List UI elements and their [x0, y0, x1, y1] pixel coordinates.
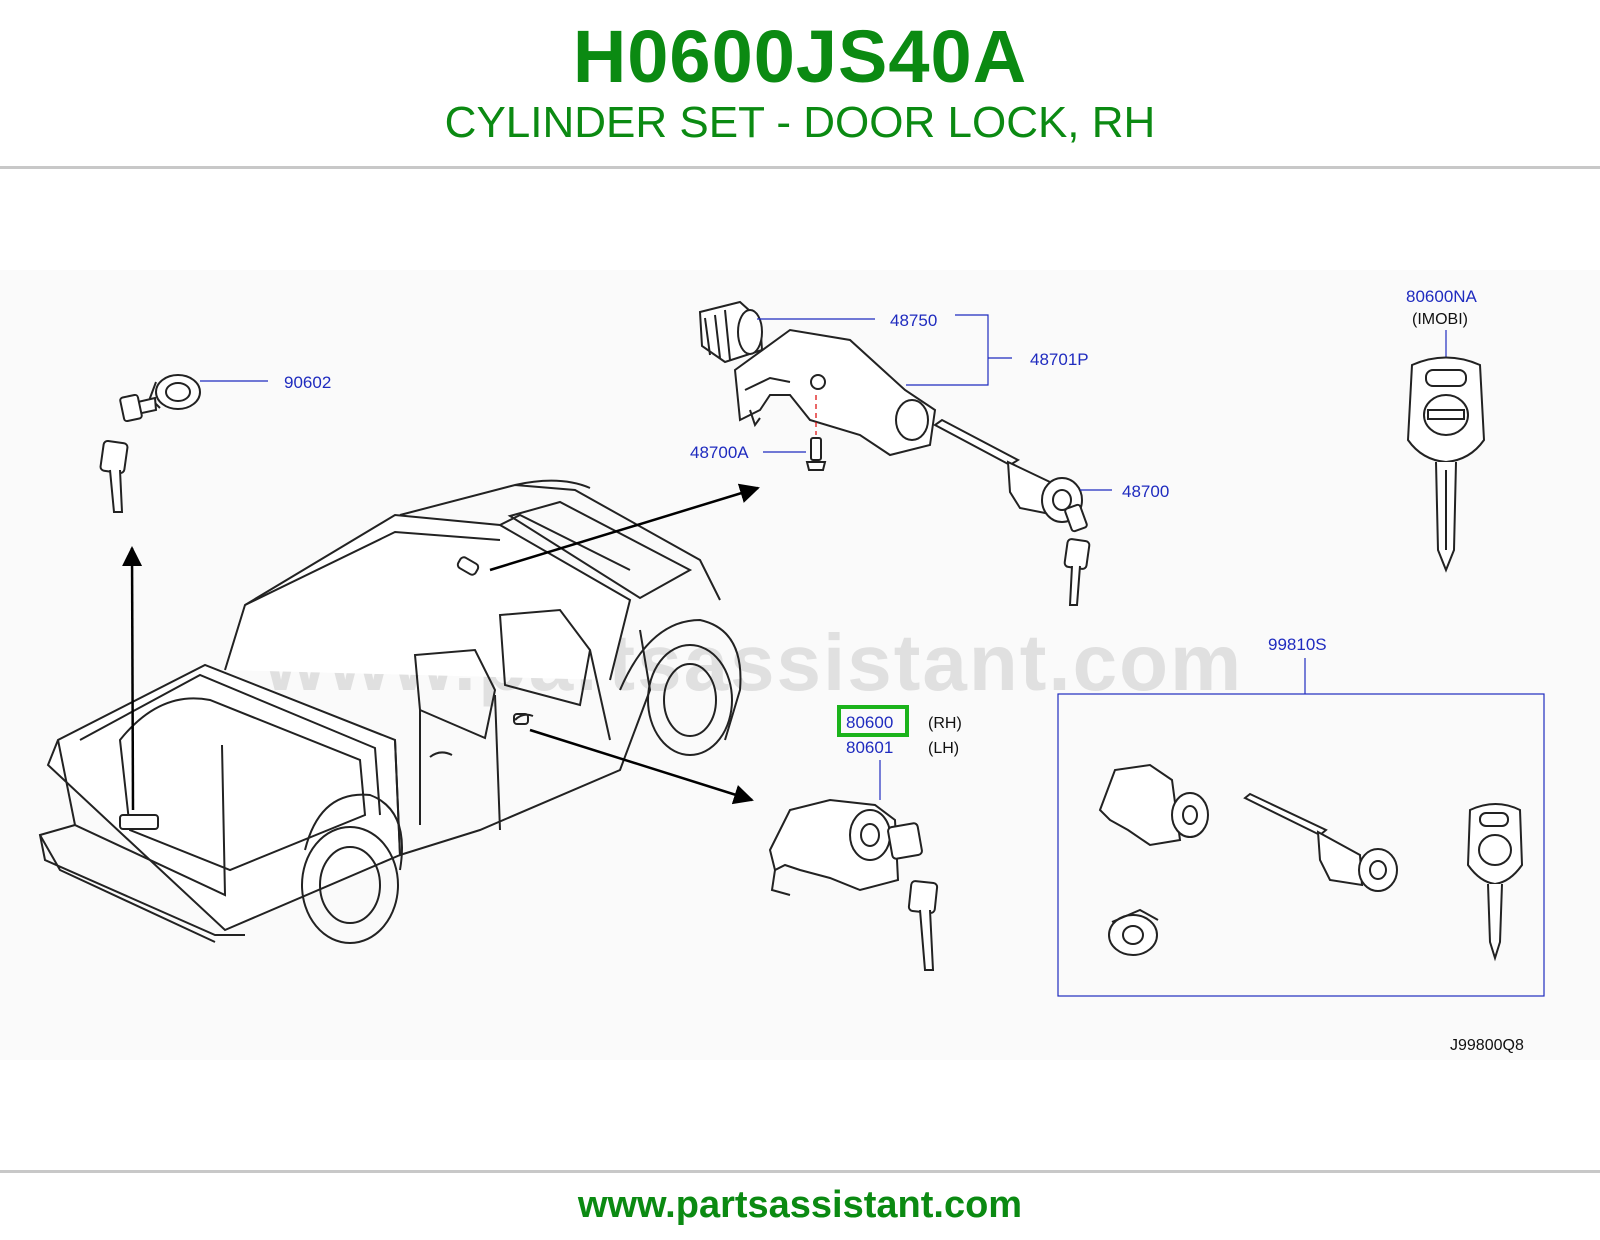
- ignition-lock-assembly: [698, 300, 937, 457]
- door-lock-cylinder-80600: [768, 798, 939, 971]
- callout-48750: 48750: [890, 311, 937, 330]
- ignition-arrow: [489, 483, 760, 572]
- diagram-canvas: www.partsassistant.com: [38, 287, 1545, 1054]
- callout-80600na: 80600NA: [1406, 287, 1478, 306]
- callout-80600: 80600: [846, 713, 893, 732]
- bottom-divider: [0, 1170, 1600, 1173]
- tailgate-arrow: [122, 546, 143, 811]
- highlight-80600: [837, 705, 909, 737]
- kit-contents: [1098, 763, 1524, 962]
- parts-diagram: www.partsassistant.com: [0, 270, 1600, 1060]
- truck-illustration: [38, 479, 742, 944]
- part-name-subtitle: CYLINDER SET - DOOR LOCK, RH: [444, 98, 1156, 147]
- diagram-code: J99800Q8: [1450, 1037, 1524, 1054]
- door-lock-arrow: [529, 728, 754, 805]
- callout-90602: 90602: [284, 373, 331, 392]
- ignition-cylinder-48700: [933, 418, 1091, 606]
- screw-48700a: [805, 437, 827, 471]
- callout-80601: 80601: [846, 738, 893, 757]
- callout-48700: 48700: [1122, 482, 1169, 501]
- top-divider: [0, 166, 1600, 169]
- bracket-48701p: [906, 314, 989, 386]
- callout-imobi: (IMOBI): [1412, 311, 1468, 328]
- pointer-arrows: [122, 483, 760, 811]
- callout-lh: (LH): [928, 740, 959, 757]
- tailgate-lock-cylinder: [99, 374, 201, 513]
- part-number-title: H0600JS40A: [572, 15, 1028, 98]
- imobi-key: [1406, 356, 1486, 573]
- callout-99810s: 99810S: [1268, 635, 1327, 654]
- callout-48700a: 48700A: [690, 443, 749, 462]
- callout-rh: (RH): [928, 715, 962, 732]
- callout-48701p: 48701P: [1030, 350, 1089, 369]
- kit-box-99810s: [1057, 693, 1545, 997]
- footer-website-link[interactable]: www.partsassistant.com: [577, 1184, 1023, 1226]
